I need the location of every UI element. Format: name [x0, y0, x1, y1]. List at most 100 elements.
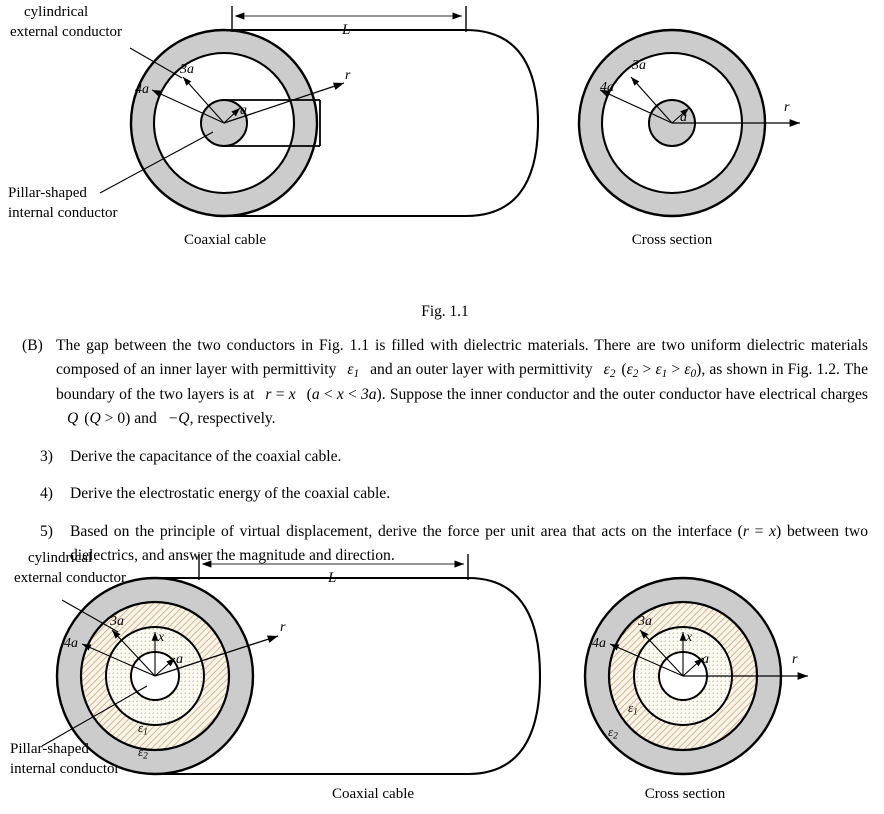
fig2-label-internal-conductor-line2: internal conductor: [10, 761, 120, 777]
paragraph-B-charge-minus-Q: −Q: [167, 409, 190, 427]
figure-1-1-caption: Fig. 1.1: [421, 303, 469, 320]
fig2-radius-arrow-4a: [81, 643, 156, 677]
fig2-eps2-symbol: ε: [138, 744, 144, 759]
paragraph-B-ineq-eps0: ε: [684, 361, 691, 379]
paragraph-B-ineq-eps2-sub: 2: [632, 368, 639, 381]
question-5-var-x: x: [769, 523, 777, 541]
paragraph-B-ineq-gt2: >: [671, 361, 681, 379]
leader-internal-conductor: [99, 131, 214, 194]
fig2-label-internal-conductor-line1: Pillar-shaped: [10, 741, 89, 757]
paragraph-B-ineq-eps0-sub: 0: [690, 368, 697, 381]
fig2-cross-radius-arrow-3a: [639, 629, 684, 677]
figure-1-2-svg: [41, 554, 808, 776]
cross-radius-arrow-4a: [599, 89, 673, 124]
paragraph-B-marker: (B): [22, 337, 43, 355]
fig2-label-r: r: [280, 620, 286, 635]
fig2-r-axis-arrow: [154, 635, 279, 677]
paragraph-B-ineq-eps2: ε: [626, 361, 633, 379]
fig1-caption-cross-section: Cross section: [631, 232, 713, 248]
radius-arrow-a: [223, 107, 241, 124]
paragraph-B-eps2-sub: 2: [609, 368, 616, 381]
figure-1-2: cylindrical external conductor Pillar-sh…: [0, 548, 884, 814]
paragraph-B-eps1-sub: 1: [353, 368, 360, 381]
fig2-caption-coaxial-cable: Coaxial cable: [331, 786, 415, 802]
fig1-label-r: r: [345, 68, 351, 83]
paragraph-B-charge-cond-zero: 0: [117, 409, 126, 427]
fig2-label-a: a: [176, 652, 183, 667]
fig2-cross-label-a: a: [702, 652, 709, 667]
fig1-cross-label-a: a: [680, 110, 687, 125]
paragraph-B-ineq-gt1: >: [642, 361, 652, 379]
question-3-marker: 3): [40, 447, 53, 465]
paragraph-B-range-lt2: <: [347, 386, 357, 404]
fig2-label-length-L: L: [328, 570, 337, 586]
paragraph-B-charge-Q: Q: [67, 409, 79, 427]
fig2-eps1-subscript: 1: [143, 727, 148, 738]
paragraph-B-ineq-eps1-sub: 1: [661, 368, 668, 381]
fig2-cable-body-outline: [155, 576, 542, 776]
fig2-radius-arrow-3a: [111, 629, 156, 677]
r-axis-arrow: [223, 82, 345, 124]
paragraph-B-text-5: and: [134, 409, 157, 427]
fig1-cross-label-r: r: [784, 100, 790, 115]
questions-list: 3) Derive the capacitance of the coaxial…: [22, 445, 868, 568]
fig1-cross-label-4a: 4a: [600, 80, 614, 95]
question-3: 3) Derive the capacitance of the coaxial…: [22, 445, 868, 469]
paragraph-B-body: The gap between the two conductors in Fi…: [56, 334, 868, 430]
question-4-text: Derive the electrostatic energy of the c…: [70, 485, 391, 503]
paragraph-B-range-open: (: [306, 386, 312, 404]
question-5-body: Based on the principle of virtual displa…: [70, 520, 868, 567]
paragraph-B-range-a: a: [311, 386, 320, 404]
paragraph-B-range-lt1: <: [323, 386, 333, 404]
question-5-text-2: ) between two dielectrics, and answer th…: [70, 523, 868, 564]
fig2-cross-label-eps2: ε2: [608, 724, 618, 742]
fig2-eps1-symbol: ε: [138, 720, 144, 735]
fig2-label-external-conductor-line2: external conductor: [14, 570, 127, 586]
fig2-cross-eps1-subscript: 1: [633, 707, 638, 718]
paragraph-B-eps1: ε: [347, 361, 354, 379]
paragraph-B-text-4: . Suppose the inner conductor and the ou…: [381, 386, 868, 404]
paragraph-B-range-close: ): [376, 386, 382, 404]
figure-1-1-svg: [99, 6, 800, 218]
question-5: 5) Based on the principle of virtual dis…: [22, 520, 868, 567]
question-4-marker: 4): [40, 485, 53, 503]
fig2-caption-cross-section: Cross section: [644, 786, 726, 802]
fig1-label-internal-conductor-line2: internal conductor: [8, 205, 118, 221]
cross-radius-arrow-a: [671, 107, 690, 124]
paragraph-B-charge-cond-Q: Q: [89, 409, 101, 427]
fig1-cross-label-3a: 3a: [632, 58, 646, 73]
leader-external-conductor: [129, 47, 183, 79]
fig2-radius-arrow-a: [154, 657, 176, 677]
fig1-label-a: a: [240, 103, 247, 118]
fig2-label-eps1: ε1: [138, 720, 148, 738]
question-5-equals: =: [754, 523, 764, 541]
fig2-cross-eps1-symbol: ε: [628, 700, 634, 715]
cross-radius-arrow-3a: [630, 76, 673, 124]
fig2-cross-label-r: r: [792, 652, 798, 667]
question-5-marker: 5): [40, 523, 53, 541]
fig2-label-external-conductor-line1: cylindrical: [28, 550, 93, 566]
radius-arrow-4a: [151, 89, 225, 124]
fig1-label-external-conductor-line1: cylindrical: [24, 4, 89, 20]
paragraph-B-charge-cond-open: (: [84, 409, 90, 427]
fig2-leader-internal-conductor: [41, 685, 148, 747]
fig2-cross-radius-arrow-a: [682, 657, 704, 677]
question-4: 4) Derive the electrostatic energy of th…: [22, 482, 868, 506]
paragraph-B: (B) The gap between the two conductors i…: [22, 334, 868, 430]
paragraph-B-text-1: The gap between the two conductors in Fi…: [56, 337, 868, 379]
fig2-cross-eps2-subscript: 2: [613, 731, 618, 742]
fig2-label-3a: 3a: [110, 614, 124, 629]
paragraph-B-text-6: , respectively.: [189, 409, 276, 427]
paragraph-B-eq-x: x: [288, 386, 296, 404]
fig2-cross-label-x: x: [686, 630, 693, 645]
fig1-label-4a: 4a: [135, 82, 149, 97]
paragraph-B-charge-cond-close: ): [125, 409, 131, 427]
paragraph-B-eq-equals: =: [275, 386, 285, 404]
paragraph-B-range-3a: 3a: [360, 386, 377, 404]
figure-1-1: cylindrical external conductor Pillar-sh…: [0, 0, 884, 300]
fig2-eps2-subscript: 2: [143, 751, 148, 762]
paragraph-B-text-3: , as shown in Fig. 1.2. The boundary of …: [56, 361, 869, 404]
paragraph-B-text-2: and an outer layer with permittivity: [370, 361, 593, 379]
fig1-label-external-conductor-line2: external conductor: [10, 24, 123, 40]
paragraph-B-eps2: ε: [603, 361, 610, 379]
